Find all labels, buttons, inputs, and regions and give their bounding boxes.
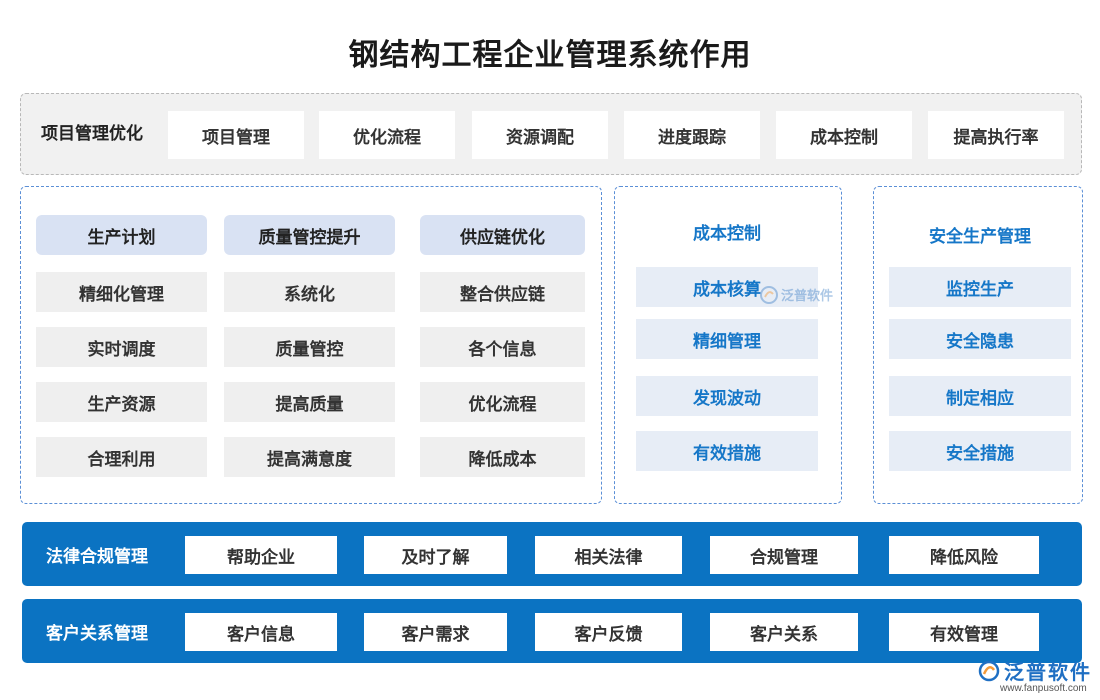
cost-control-item: 发现波动 — [636, 376, 818, 416]
column-header-production-plan: 生产计划 — [36, 215, 207, 255]
cost-control-item: 精细管理 — [636, 319, 818, 359]
production-plan-item: 合理利用 — [36, 437, 207, 477]
fanpu-logo-icon — [978, 660, 1000, 681]
safety-item: 安全措施 — [889, 431, 1071, 471]
project-management-row: 项目管理优化 项目管理 优化流程 资源调配 进度跟踪 成本控制 提高执行率 — [20, 93, 1082, 175]
column-header-supply-chain: 供应链优化 — [420, 215, 585, 255]
watermark: 泛普软件 — [760, 285, 833, 304]
customer-item: 客户需求 — [364, 613, 507, 651]
watermark-text: 泛普软件 — [781, 288, 834, 303]
page-title: 钢结构工程企业管理系统作用 — [348, 39, 752, 72]
safety-item: 监控生产 — [889, 267, 1071, 307]
customer-item: 客户关系 — [710, 613, 858, 651]
safety-item: 制定相应 — [889, 376, 1071, 416]
supply-chain-item: 降低成本 — [420, 437, 585, 477]
customer-relationship-label: 客户关系管理 — [46, 624, 148, 643]
project-item: 优化流程 — [319, 111, 455, 159]
safety-item: 安全隐患 — [889, 319, 1071, 359]
supply-chain-item: 优化流程 — [420, 382, 585, 422]
customer-item: 客户信息 — [185, 613, 337, 651]
legal-compliance-label: 法律合规管理 — [46, 547, 148, 566]
project-item: 项目管理 — [168, 111, 304, 159]
cost-control-header: 成本控制 — [693, 223, 761, 243]
cost-control-item: 有效措施 — [636, 431, 818, 471]
legal-item: 降低风险 — [889, 536, 1039, 574]
legal-compliance-bar: 法律合规管理 帮助企业 及时了解 相关法律 合规管理 降低风险 — [22, 522, 1082, 586]
cost-control-item: 成本核算 — [636, 267, 818, 307]
customer-item: 客户反馈 — [535, 613, 682, 651]
project-item: 成本控制 — [776, 111, 912, 159]
supply-chain-item: 整合供应链 — [420, 272, 585, 312]
legal-item: 相关法律 — [535, 536, 682, 574]
brand-logo: 泛普软件 www.fanpusoft.com — [978, 656, 1092, 694]
quality-item: 提高质量 — [224, 382, 395, 422]
brand-url: www.fanpusoft.com — [1000, 683, 1087, 694]
safety-header: 安全生产管理 — [929, 226, 1031, 246]
legal-item: 及时了解 — [364, 536, 507, 574]
customer-item: 有效管理 — [889, 613, 1039, 651]
production-plan-item: 生产资源 — [36, 382, 207, 422]
legal-item: 合规管理 — [710, 536, 858, 574]
quality-item: 质量管控 — [224, 327, 395, 367]
project-item: 提高执行率 — [928, 111, 1064, 159]
fanpu-logo-icon — [760, 285, 778, 304]
project-item: 资源调配 — [472, 111, 608, 159]
production-plan-item: 实时调度 — [36, 327, 207, 367]
quality-item: 提高满意度 — [224, 437, 395, 477]
production-plan-item: 精细化管理 — [36, 272, 207, 312]
legal-item: 帮助企业 — [185, 536, 337, 574]
supply-chain-item: 各个信息 — [420, 327, 585, 367]
brand-name: 泛普软件 — [1004, 662, 1092, 684]
project-item: 进度跟踪 — [624, 111, 760, 159]
column-header-quality: 质量管控提升 — [224, 215, 395, 255]
customer-relationship-bar: 客户关系管理 客户信息 客户需求 客户反馈 客户关系 有效管理 — [22, 599, 1082, 663]
quality-item: 系统化 — [224, 272, 395, 312]
project-management-label: 项目管理优化 — [41, 124, 143, 143]
